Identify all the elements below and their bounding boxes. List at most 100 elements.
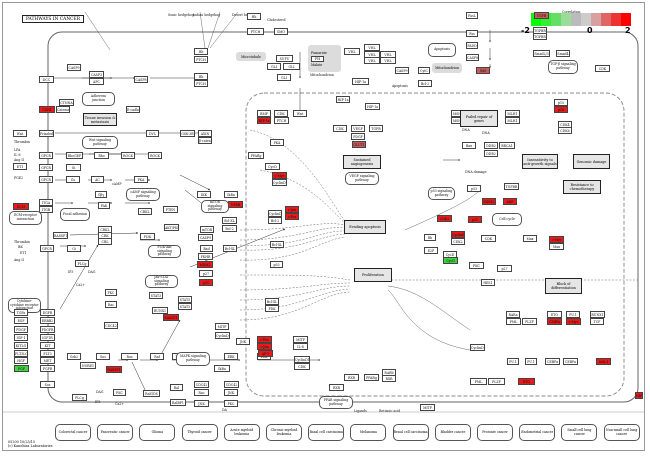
node-gpcr3[interactable]: GPCR <box>39 176 53 183</box>
node-stat3[interactable]: STAT3 <box>149 292 163 299</box>
node-casp8[interactable]: CASP8 <box>466 54 479 61</box>
node-runx1-top[interactable]: RUNX1 <box>590 311 605 318</box>
node-tgfbr2[interactable]: TGFBR <box>533 33 547 40</box>
node-flt3lg[interactable]: FLT3LG <box>14 350 28 357</box>
node-cbl[interactable]: CBL <box>98 238 112 245</box>
node-stat5a[interactable]: STAT5 <box>178 296 192 303</box>
process-mtor-pathway[interactable]: mTOR signaling pathway <box>201 200 229 213</box>
node-hh-b[interactable]: Hh <box>194 73 208 80</box>
node-tgfa[interactable]: TGFa <box>14 309 28 316</box>
node-ikba[interactable]: IkBa <box>224 191 238 198</box>
node-met[interactable]: MET <box>40 357 55 364</box>
node-max[interactable]: Max <box>523 235 537 242</box>
node-tcf[interactable]: TCF <box>590 318 604 325</box>
node-rhogef[interactable]: RhoGEF <box>66 152 83 159</box>
node-ralbp1[interactable]: RalBP1 <box>170 399 186 406</box>
node-gs[interactable]: Gs <box>66 176 80 183</box>
node-cdk-a[interactable]: CDK <box>274 110 288 117</box>
node-pkc[interactable]: PKC <box>105 289 117 296</box>
node-ras[interactable]: Ras <box>121 353 138 360</box>
node-pu1a[interactable]: PU.1 <box>566 311 580 318</box>
node-pdgfb[interactable]: PDGF <box>351 133 365 140</box>
node-p27[interactable]: p27 <box>199 270 213 277</box>
cancer-type-link[interactable]: Endometrial cancer <box>519 424 556 441</box>
cancer-type-link[interactable]: Thyroid cancer <box>181 424 218 441</box>
node-cdk-e[interactable]: CDK <box>294 363 310 370</box>
node-cycd-bottom[interactable]: CyclinD1 <box>470 344 485 351</box>
node-vhl[interactable]: VHL <box>364 57 380 64</box>
node-ctnna[interactable]: CTNNA <box>59 99 74 106</box>
node-fgf-down[interactable]: FGF <box>14 365 29 372</box>
cancer-type-link[interactable]: Chronic myeloid leukemia <box>266 424 302 441</box>
node-p15[interactable]: p15 <box>554 99 568 106</box>
node-raf[interactable]: Raf <box>150 353 164 360</box>
node-sufu[interactable]: SUFU <box>276 55 293 62</box>
node-egfr[interactable]: EGFR <box>40 309 55 316</box>
process-tgfb-pathway[interactable]: TGF-β signaling pathway <box>548 60 578 74</box>
node-arf[interactable]: ARF <box>503 198 517 205</box>
node-mdm2-up[interactable]: MDM2 <box>197 261 213 268</box>
cancer-type-link[interactable]: Pancreatic cancer <box>97 424 134 441</box>
node-hgf[interactable]: HGF <box>14 357 28 364</box>
node-cebpa-up[interactable]: CEBPa <box>547 318 562 325</box>
node-bid[interactable]: Bid <box>476 67 490 74</box>
node-cyce[interactable]: CyclinE <box>451 231 465 238</box>
node-casp3-top[interactable]: CASP3 <box>89 71 104 78</box>
node-rassf1-up[interactable]: RASSF1 <box>163 314 179 321</box>
cancer-type-link[interactable]: Colorectal cancer <box>55 424 91 441</box>
node-ddb2b[interactable]: DDB2 <box>484 150 498 157</box>
process-mitochondrion[interactable]: Mitochondrion <box>432 63 462 73</box>
node-bclxl-c[interactable]: Bcl-XL <box>270 241 284 248</box>
node-hif-up[interactable]: HIF-1a <box>257 117 271 124</box>
node-rxr[interactable]: RXR <box>344 374 359 381</box>
outcome-insensitivity[interactable]: Insensitivity to anti-growth signals <box>522 154 558 169</box>
node-plcg[interactable]: PLCg <box>72 394 87 401</box>
node-il8[interactable]: IL-8 <box>293 343 308 350</box>
node-cycd1-b[interactable]: CyclinD1 <box>272 179 287 186</box>
node-cdk6[interactable]: CDK6 <box>558 127 572 134</box>
node-pml-rar[interactable]: PML <box>506 318 521 325</box>
node-pdgf[interactable]: PDGF <box>14 326 28 333</box>
node-mdr[interactable]: TGFBR <box>504 183 519 190</box>
outcome-block-differentiation[interactable]: Block of differentiation <box>545 278 582 294</box>
node-ralgds[interactable]: RalGDS <box>143 390 160 397</box>
node-cdk-center[interactable]: CDK <box>481 235 496 242</box>
node-pkc2[interactable]: PKC <box>113 389 126 396</box>
node-cmyc[interactable]: c-Myc <box>549 236 564 243</box>
node-casp9-top[interactable]: CASP9 <box>67 64 81 71</box>
node-tgfb[interactable]: TGFB <box>534 12 549 19</box>
node-smad4[interactable]: Smad4 <box>556 50 570 57</box>
node-hif1a[interactable]: HIF-1a <box>352 78 369 85</box>
node-flt3[interactable]: FLT3 <box>40 350 55 357</box>
process-cell-cycle[interactable]: Cell cycle <box>492 213 522 226</box>
node-cytc[interactable]: CytC <box>418 67 430 74</box>
node-stat5b[interactable]: STAT5 <box>178 303 192 310</box>
node-ecad[interactable]: E-cadherin <box>126 106 140 113</box>
node-itgb[interactable]: ITGB <box>39 206 53 213</box>
node-hes[interactable]: HES1 <box>481 279 495 286</box>
node-rac[interactable]: Rac <box>105 301 117 308</box>
node-rassf1-b[interactable]: RASSF1 <box>106 366 122 373</box>
node-casp9-apo[interactable]: CASP9 <box>395 67 409 74</box>
node-pkc-b[interactable]: PKC <box>224 400 238 407</box>
node-pld3[interactable]: JNK <box>194 400 209 407</box>
node-pdgfr[interactable]: PDGFR <box>40 326 55 333</box>
outcome-proliferation[interactable]: Proliferation <box>354 268 392 282</box>
cancer-type-link[interactable]: Renal cell carcinoma <box>392 424 429 441</box>
node-hh-a[interactable]: Hh <box>194 48 208 55</box>
node-cjun-up[interactable]: c-Jun <box>285 206 299 213</box>
process-jak-stat[interactable]: Jak-STAT signaling pathway <box>145 275 178 288</box>
node-pkcb[interactable]: PKC <box>469 262 484 269</box>
node-bcl2-c[interactable]: Bcl-2 <box>268 217 282 224</box>
node-cki[interactable]: p27 <box>497 265 512 272</box>
node-erk[interactable]: ERK <box>224 353 238 360</box>
node-gli[interactable]: GLI <box>277 74 291 81</box>
node-fgfr[interactable]: FGFR <box>40 365 55 372</box>
node-cbp[interactable]: HIF-1a <box>365 103 380 110</box>
node-mmps[interactable]: MITF <box>293 336 308 343</box>
process-ppar-pathway[interactable]: PPAR signaling pathway <box>319 396 353 409</box>
process-wnt-pathway[interactable]: Wnt signaling pathway <box>82 136 118 149</box>
node-bmp[interactable]: BMP <box>257 110 271 117</box>
node-hh[interactable]: Hh <box>247 13 261 20</box>
node-ptch-b[interactable]: PTCH <box>194 80 208 87</box>
